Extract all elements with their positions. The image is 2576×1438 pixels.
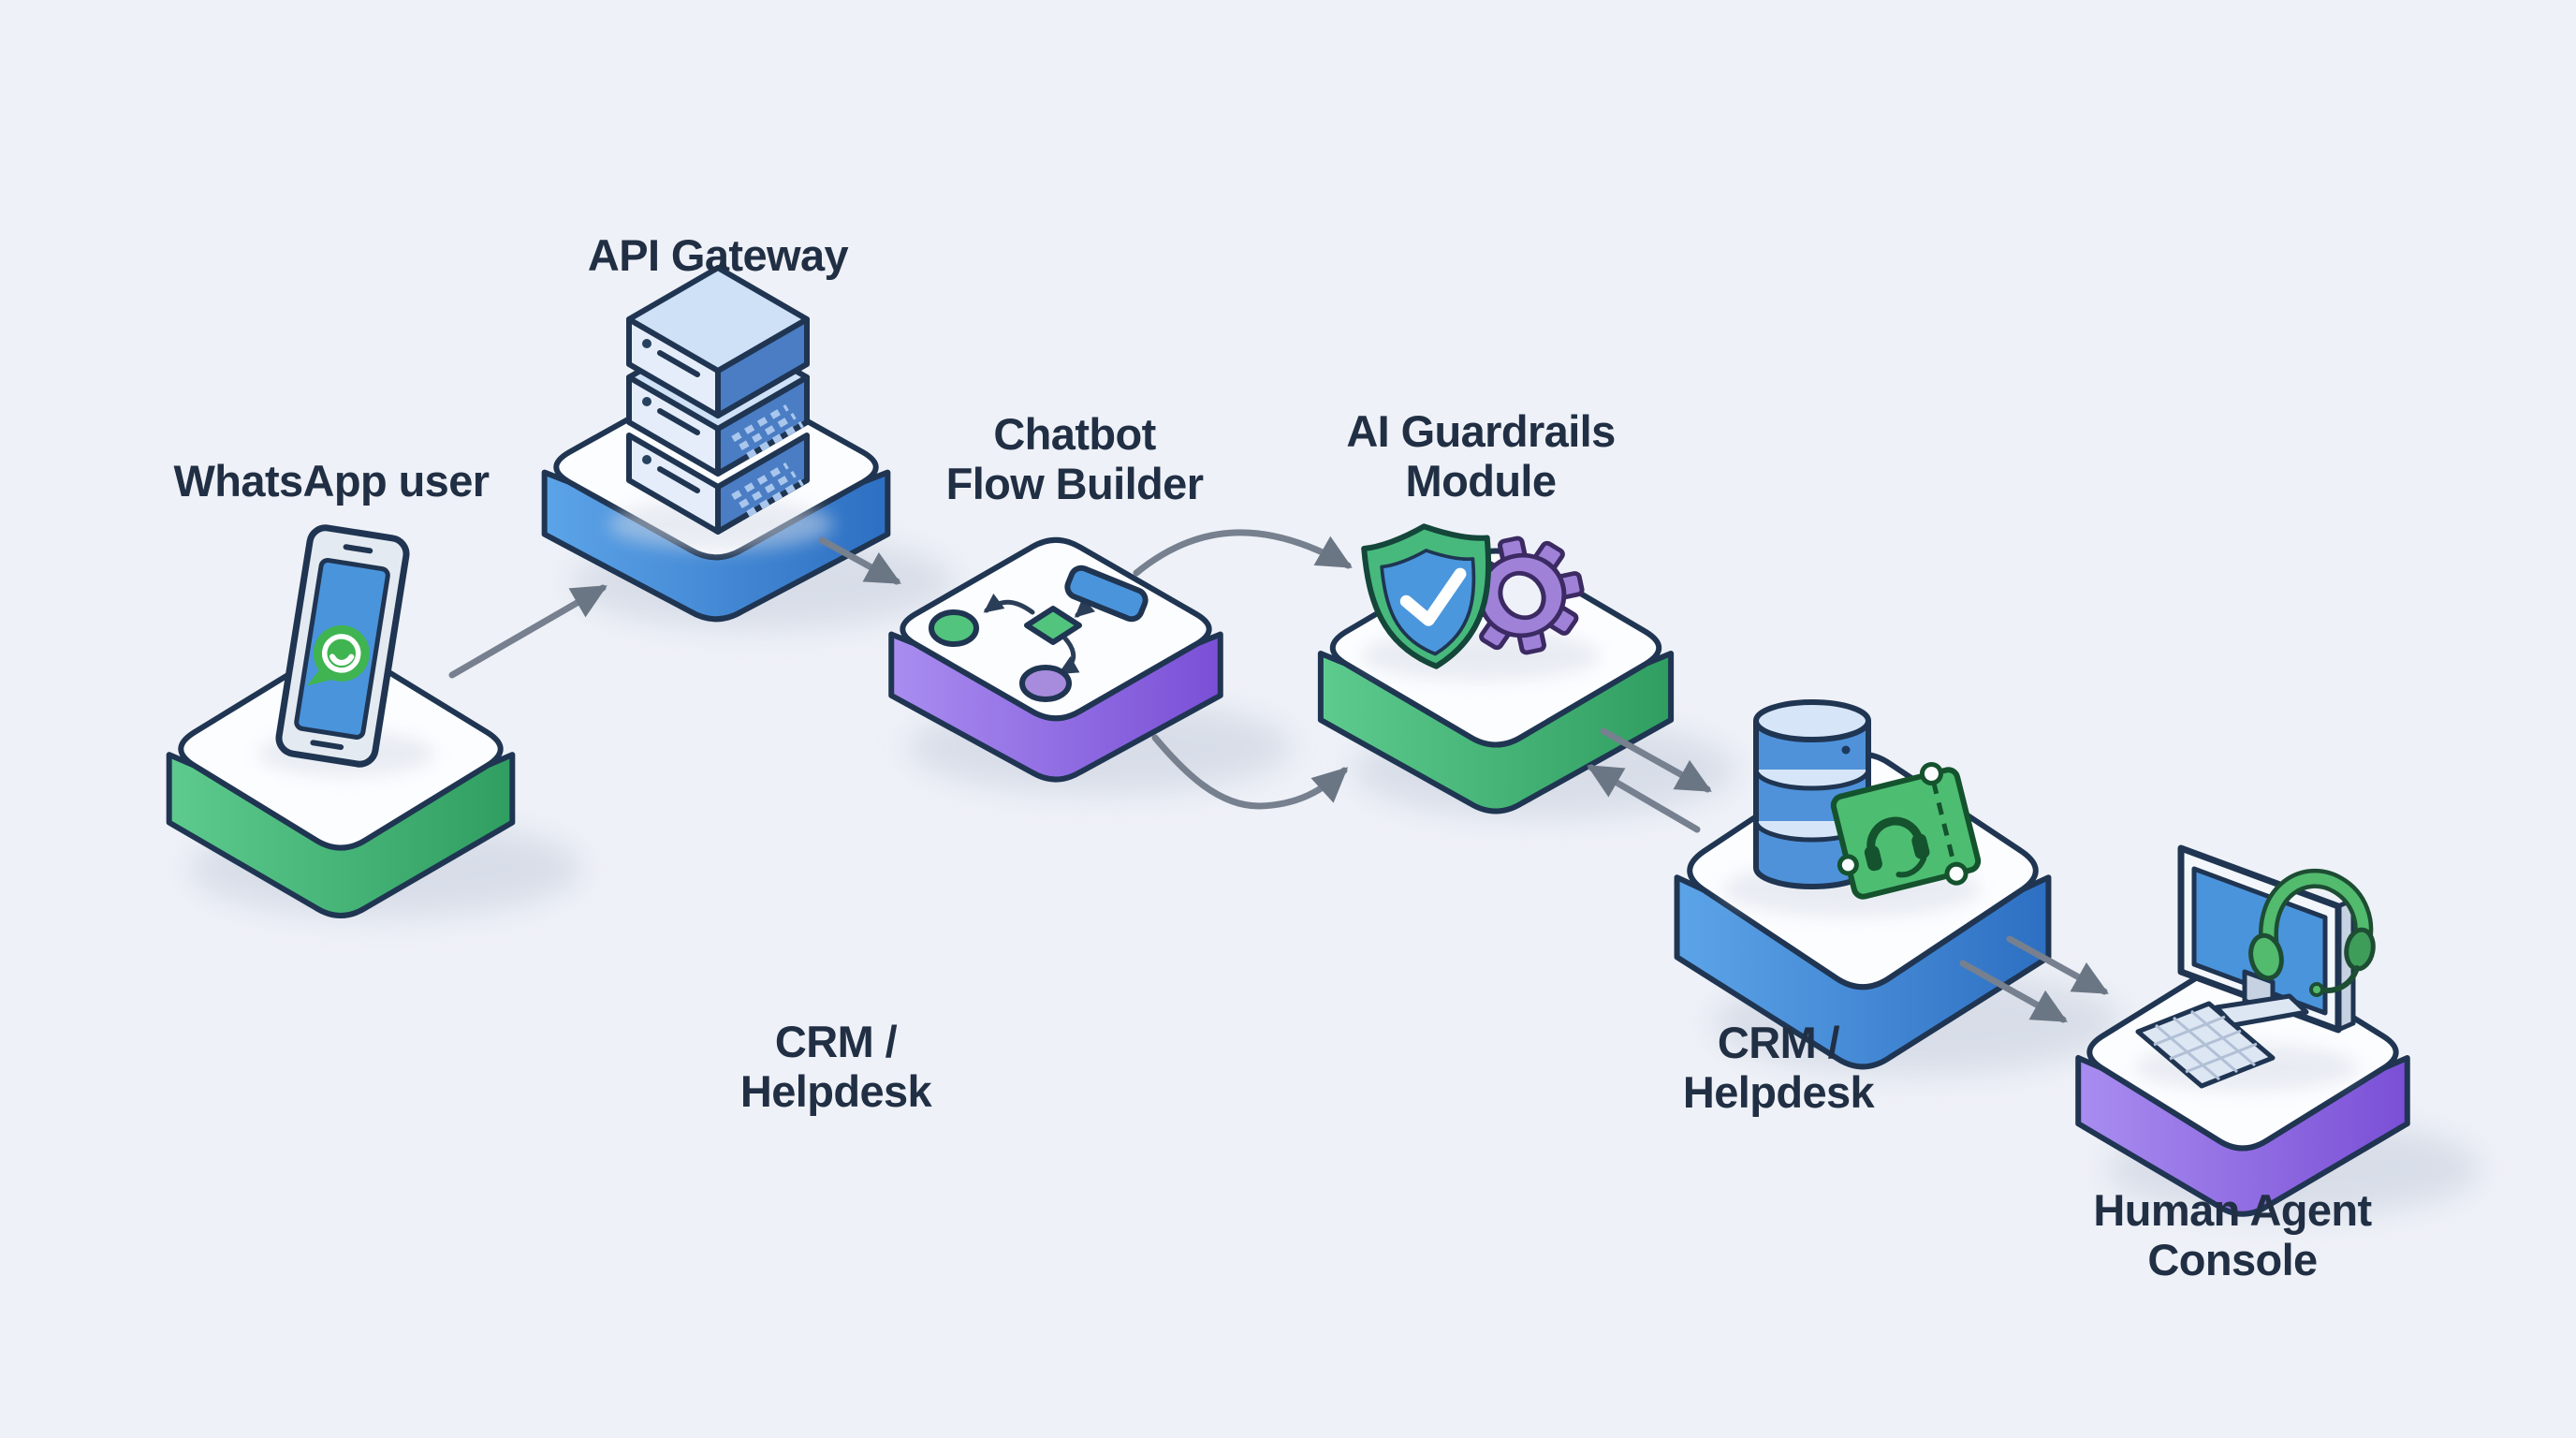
arrow-crm-to-console-upper (2006, 935, 2109, 995)
flowchart-icon (929, 565, 1149, 702)
label-line: CRM / (774, 1017, 898, 1066)
node-label-crm-helpdesk: CRM / Helpdesk (1682, 1018, 1875, 1117)
label-line: WhatsApp user (173, 456, 490, 506)
flow-decision-node (1024, 606, 1082, 645)
headset-icon (2248, 868, 2376, 997)
connection-arrows (448, 529, 2109, 1023)
node-label-ai-guardrails-module: AI Guardrails Module (1346, 406, 1616, 506)
arrow-crm-to-guardrails (1587, 764, 1701, 833)
agent-workstation-icon (2135, 844, 2376, 1089)
headset-glyph-icon (1864, 816, 1930, 878)
label-line: AI Guardrails (1346, 406, 1616, 456)
label-line: Helpdesk (739, 1066, 932, 1116)
database-icon (1753, 699, 1871, 889)
label-line: Human Agent (2093, 1185, 2372, 1235)
server-slab (626, 433, 810, 535)
label-line: Module (1405, 456, 1557, 506)
keyboard-icon (2135, 1001, 2276, 1089)
support-ticket-icon (1830, 761, 1982, 900)
arrow-api-gateway-to-flow-builder (818, 536, 901, 585)
label-line: Helpdesk (1682, 1067, 1875, 1117)
floating-label-crm-helpdesk: CRM / Helpdesk (739, 1017, 932, 1116)
arrow-flow-builder-to-guardrails-bottom (1151, 734, 1349, 810)
whatsapp-phone-icon (275, 524, 410, 768)
flow-process-node (1064, 565, 1149, 623)
arrow-flow-builder-to-guardrails-top (1133, 529, 1353, 577)
label-line: CRM / (1717, 1018, 1840, 1067)
flow-start-node (929, 609, 979, 647)
server-slab (626, 265, 810, 418)
node-label-human-agent-console: Human Agent Console (2093, 1185, 2372, 1284)
label-line: Console (2147, 1235, 2318, 1284)
flow-end-node (1019, 665, 1072, 702)
arrow-whatsapp-to-api-gateway (448, 584, 607, 679)
label-line: Chatbot (993, 409, 1156, 459)
node-label-chatbot-flow-builder: Chatbot Flow Builder (946, 409, 1204, 508)
shield-check-icon (1361, 523, 1492, 669)
whatsapp-logo (306, 624, 370, 686)
check-icon (1399, 567, 1467, 626)
arrow-guardrails-to-crm (1600, 727, 1712, 793)
label-line: Flow Builder (945, 459, 1204, 508)
arrow-crm-to-console-lower (1959, 960, 2068, 1023)
label-line: API Gateway (587, 230, 849, 280)
server-stack-icon (626, 265, 810, 535)
node-label-api-gateway: API Gateway (587, 230, 849, 280)
node-label-whatsapp-user: WhatsApp user (174, 456, 490, 506)
